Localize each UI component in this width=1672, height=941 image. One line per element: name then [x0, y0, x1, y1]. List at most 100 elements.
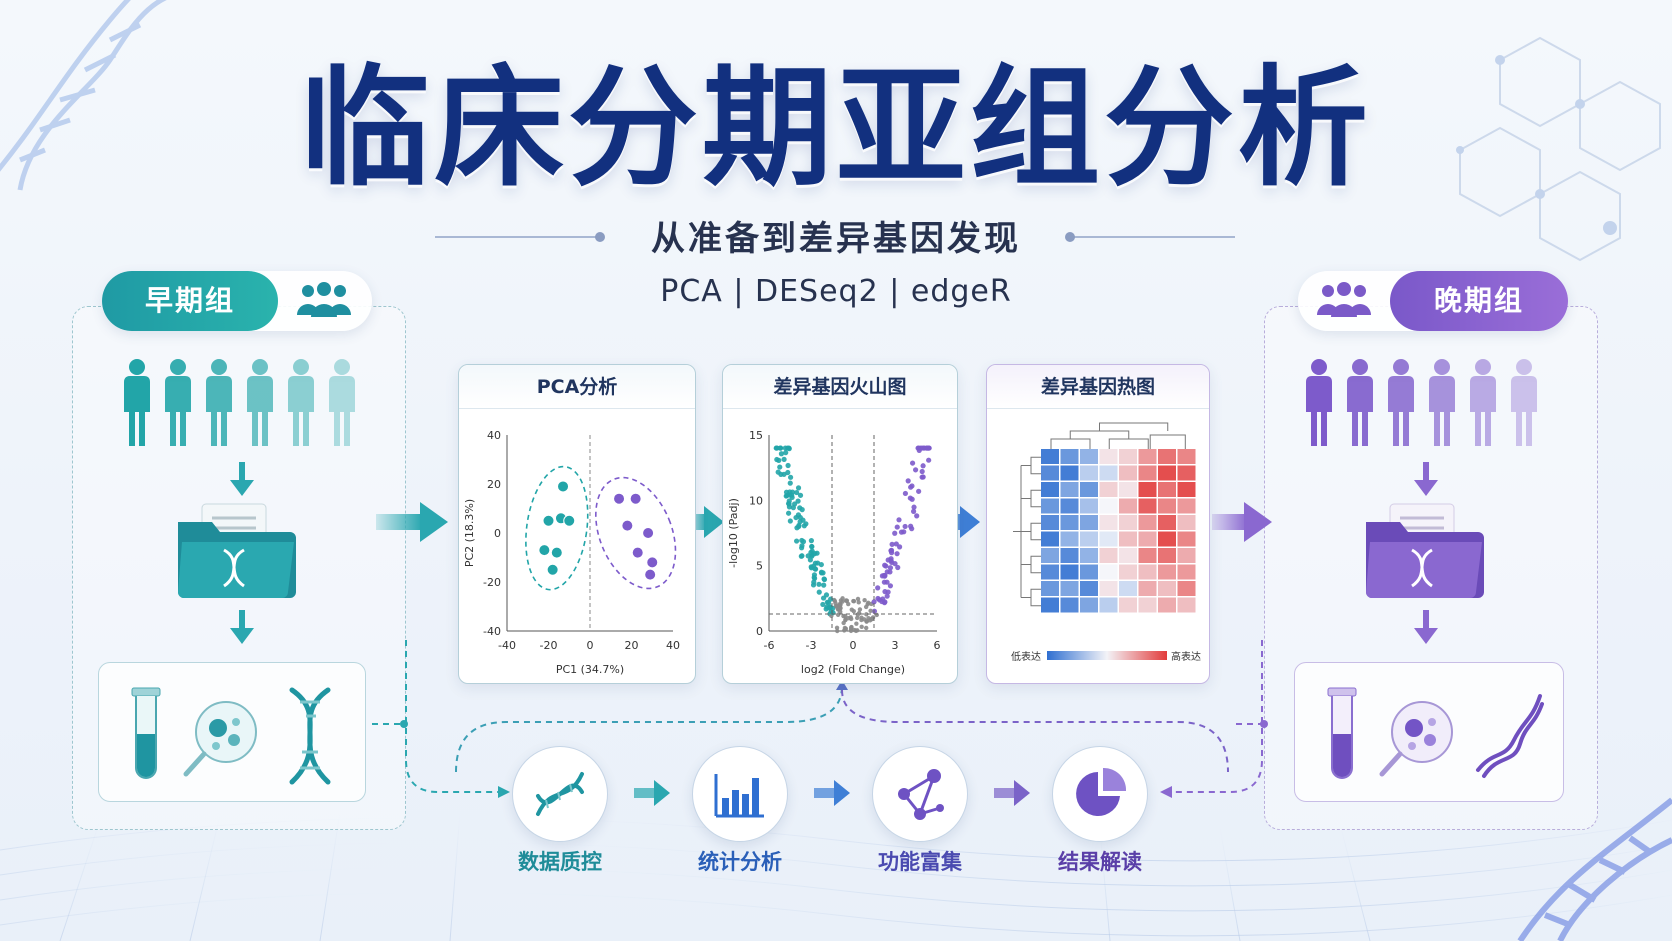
heatmap-cell [1080, 531, 1098, 547]
methods-line: PCA | DESeq2 | edgeR [660, 274, 1012, 309]
people-group-icon [1317, 282, 1371, 317]
heatmap-cell [1041, 465, 1059, 481]
heatmap-cell [1177, 465, 1196, 481]
cluster-ellipse [525, 465, 589, 591]
data-point [821, 582, 827, 588]
legend-low-label: 低表达 [1011, 650, 1041, 663]
heatmap-cell [1138, 515, 1157, 530]
data-point [884, 569, 890, 575]
person-icon [165, 359, 191, 446]
data-point [879, 598, 885, 605]
data-point [835, 607, 841, 612]
data-point [849, 625, 854, 630]
data-point [773, 445, 779, 451]
data-point [920, 463, 926, 469]
heatmap-cell [1119, 531, 1137, 547]
data-point [902, 490, 909, 497]
data-point [867, 618, 873, 623]
main-title: 临床分期亚组分析 [299, 52, 1372, 204]
heatmap-cell [1060, 548, 1079, 563]
data-point [775, 469, 781, 475]
data-point [898, 529, 905, 535]
heatmap-panel-title: 差异基因热图 [987, 365, 1209, 409]
heatmap-cell [1041, 449, 1059, 464]
data-point [874, 612, 879, 618]
person-icon [288, 359, 314, 446]
y-axis-label: -log10 (Padj) [727, 498, 740, 568]
data-point [793, 538, 800, 544]
data-point [799, 537, 805, 544]
data-point [808, 538, 814, 544]
people-group-icon [297, 282, 351, 317]
heatmap-panel: 差异基因热图 低表达 高表达 [986, 364, 1210, 684]
y-tick-label: 20 [487, 478, 501, 491]
heatmap-cell [1119, 548, 1137, 563]
heatmap-cell [1060, 564, 1079, 580]
cluster-ellipse [595, 476, 677, 590]
person-icon [1306, 359, 1332, 446]
pca-panel-title: PCA分析 [459, 365, 695, 409]
data-point [889, 541, 895, 547]
heatmap-cell [1158, 465, 1176, 481]
heatmap-cell [1041, 548, 1059, 563]
heatmap-cell [1060, 515, 1079, 530]
heatmap-cell [1099, 482, 1118, 497]
arrow-right-icon [994, 780, 1030, 806]
data-point [789, 489, 796, 495]
heatmap-cell [1138, 564, 1157, 580]
data-point [925, 445, 931, 451]
data-point [787, 480, 793, 486]
heatmap-cell [1099, 564, 1118, 580]
data-point [613, 492, 626, 505]
data-point [797, 492, 804, 498]
data-point [833, 600, 838, 606]
data-point [812, 566, 818, 572]
data-point [812, 560, 818, 566]
data-point [621, 519, 634, 532]
data-point [894, 551, 900, 557]
person-icon [1511, 359, 1537, 446]
heatmap-cell [1099, 465, 1118, 481]
data-point [777, 464, 783, 470]
data-point [871, 599, 877, 605]
data-point [911, 504, 917, 510]
cell-magnifier-icon [1379, 701, 1453, 777]
data-point [888, 547, 895, 553]
data-point [905, 478, 911, 484]
person-icon [1470, 359, 1496, 446]
data-point [912, 467, 919, 473]
data-point [908, 484, 914, 490]
heatmap-cell [1138, 531, 1157, 547]
data-point [919, 468, 925, 475]
heatmap-cell [1060, 597, 1079, 613]
person-icon [1429, 359, 1455, 446]
data-point [888, 556, 894, 562]
heatmap-cell [1041, 597, 1059, 613]
data-point [868, 608, 873, 613]
data-point [856, 600, 861, 605]
legend-high-label: 高表达 [1171, 650, 1201, 663]
y-tick-label: 0 [756, 625, 763, 638]
heatmap-cell [1119, 515, 1137, 530]
x-tick-label: 3 [892, 639, 899, 652]
data-point [902, 523, 908, 530]
arrow-right-icon [376, 502, 448, 542]
heatmap-cell [1080, 597, 1098, 613]
patients-icon [124, 359, 355, 446]
person-icon [329, 359, 355, 446]
heatmap-cell [1119, 498, 1137, 514]
data-point [919, 474, 925, 480]
heatmap-cell [1177, 531, 1196, 547]
heatmap-cell [1158, 498, 1176, 514]
data-point [550, 546, 563, 559]
data-point [854, 615, 860, 621]
data-point [799, 545, 805, 551]
heatmap-cell [1060, 498, 1079, 514]
data-point [895, 564, 901, 571]
cell-magnifier-icon [183, 701, 257, 777]
test-tube-icon [131, 687, 161, 779]
x-tick-label: 0 [587, 639, 594, 652]
heatmap-cell [1041, 581, 1059, 596]
data-point [894, 524, 900, 530]
